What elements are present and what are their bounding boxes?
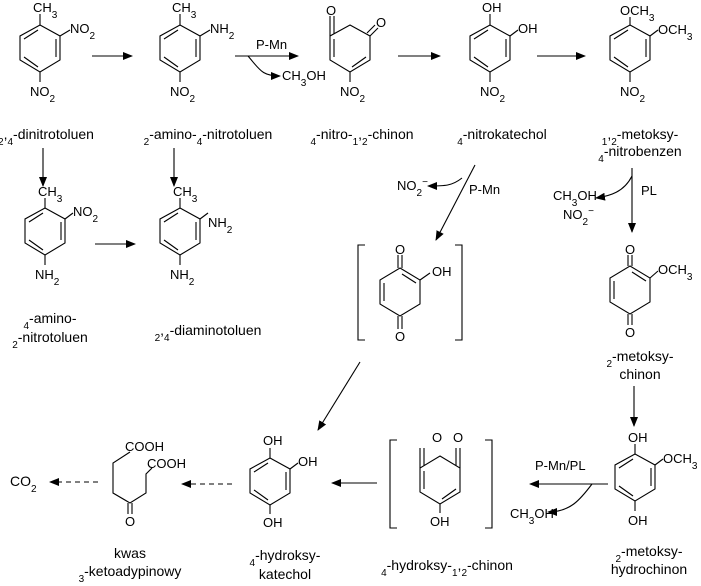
byproduct-label-ch3oh: CH3OH [553,188,597,209]
compound-name-line2: chinon [619,366,660,382]
enzyme-label-pmn-pl: P-Mn/PL [535,458,586,473]
compound-name-line1: 1,2-metoksy- [602,126,679,148]
byproduct-label-nitrite: NO2− [397,177,428,199]
arrow-c8-c12 [317,361,361,431]
oh-label: OH [628,513,648,528]
oh-label: OH [298,454,318,469]
carbonyl-o-label: O [395,242,405,257]
carbonyl-o-label: O [625,242,635,257]
nh2-label: NH2 [170,267,195,288]
arrow-methanol-nitrite-release [595,175,633,201]
compound-name-line1: 4-amino- [23,310,76,332]
och3-label: OCH3 [658,22,693,43]
carbonyl-o-label: O [376,15,386,30]
oh-label: OH [432,264,452,279]
compound-name: 2,4-dinitrotoluen [0,126,94,148]
och3-label: OCH3 [663,451,698,472]
compound-2-4-diaminotoluene: CH3 NH2 NH2 2,4-diaminotoluen [155,184,262,344]
cooh-label: COOH [125,439,164,454]
carbonyl-o-label: O [453,430,463,445]
nh2-label: NH2 [210,21,235,42]
compound-name-line1: 2-metoksy- [615,543,682,565]
oh-label: OH [518,21,538,36]
och3-label: OCH3 [658,262,693,283]
oh-label: OH [430,514,450,529]
no2-label: NO2 [170,84,196,105]
no2-label: NO2 [70,21,96,42]
carbonyl-o-label: O [395,329,405,344]
compound-name: 4-nitro-1,2-chinon [310,126,413,148]
nh2-label: NH2 [208,215,233,236]
compound-2-methoxy-hydroquinone: OH OCH3 OH 2-metoksy- hydrochinon [611,430,698,577]
compound-hydroxy-benzoquinone: O OH O [357,242,463,344]
compound-name-line1: kwas [114,545,146,561]
compound-3-ketoadipic-acid: COOH COOH O kwas 3-ketoadypinowy [79,439,186,585]
oh-label: OH [263,515,283,530]
compound-4-hydroxy-1-2-quinone: O O OH 4-hydroksy-1,2-chinon [381,430,513,579]
compound-name-line2: katechol [259,566,311,582]
benzene-ring [19,14,71,82]
arrow-ch3oh-release [247,55,281,80]
no2-label: NO2 [480,84,506,105]
left-bracket [357,244,365,341]
byproduct-label-nitrite: NO2− [563,206,594,228]
compound-name-line1: 4-hydroksy- [250,547,321,569]
no2-label: NO2 [73,204,99,225]
enzyme-label-pmn: P-Mn [469,182,500,197]
oh-label: OH [263,433,283,448]
left-bracket [389,439,397,529]
compound-2-methoxy-quinone: O OCH3 O 2-metoksy- chinon [606,242,692,382]
no2-label: NO2 [30,84,56,105]
byproduct-label-ch3oh: CH3OH [510,506,554,527]
compound-name-line2: 2-nitrotoluen [12,329,88,351]
compound-name: 4-hydroksy-1,2-chinon [381,557,513,579]
cooh-label: COOH [147,456,186,471]
oh-label: OH [628,430,648,445]
och3-label: OCH3 [620,3,655,24]
ch3-label: CH3 [173,184,198,205]
compound-4-hydroxy-catechol: OH OH OH 4-hydroksy- katechol [249,433,321,582]
right-bracket [455,244,463,341]
arrow-methanol-release [547,483,593,516]
compound-4-nitrocatechol: OH OH NO2 4-nitrokatechol [457,0,547,148]
compound-name-line2: 3-ketoadypinowy [79,563,182,585]
compound-name-line2: hydrochinon [611,561,687,577]
ch3-label: CH3 [172,0,197,21]
carbonyl-o-label: O [625,325,635,340]
compound-name: 2-amino-4-nitrotoluen [144,126,273,148]
oh-label: OH [482,0,502,15]
compound-2-4-dinitrotoluene: CH3 NO2 NO2 2,4-dinitrotoluen [0,0,96,148]
no2-label: NO2 [340,84,366,105]
compound-name: 2,4-diaminotoluen [155,322,262,344]
no2-label: NO2 [620,84,646,105]
compound-4-amino-2-nitrotoluene: CH3 NO2 NH2 4-amino- 2-nitrotoluen [12,184,98,351]
enzyme-label-pl: PL [641,183,657,198]
compound-co2: CO2 [10,473,37,495]
byproduct-label-ch3oh: CH3OH [282,68,326,89]
right-bracket [485,439,493,529]
ch3-label: CH3 [38,184,63,205]
compound-name: 4-nitrokatechol [457,126,547,148]
compound-2-amino-4-nitrotoluene: CH3 NH2 NO2 2-amino-4-nitrotoluen [144,0,273,148]
carbonyl-o-label: O [326,3,336,18]
compound-1-2-dimethoxy-4-nitrobenzene: OCH3 OCH3 NO2 1,2-metoksy- 4-nitrobenzen [598,3,693,165]
arrow-c4-c8 [435,164,476,241]
reaction-arrows: P-Mn CH3OH NO2− P-Mn CH3OH NO2− PL P-Mn/… [39,37,657,527]
compound-4-nitro-1-2-quinone: O O NO2 4-nitro-1,2-chinon [310,3,413,148]
ch3-label: CH3 [33,0,58,21]
compound-name-line1: 2-metoksy- [606,348,673,370]
ketone-o-label: O [125,514,135,529]
arrow-no2-release [427,177,463,190]
compound-name-line2: 4-nitrobenzen [598,143,681,165]
enzyme-label-pmn: P-Mn [256,37,287,52]
nh2-label: NH2 [35,267,60,288]
co2-label: CO2 [10,473,37,495]
carbonyl-o-label: O [432,430,442,445]
